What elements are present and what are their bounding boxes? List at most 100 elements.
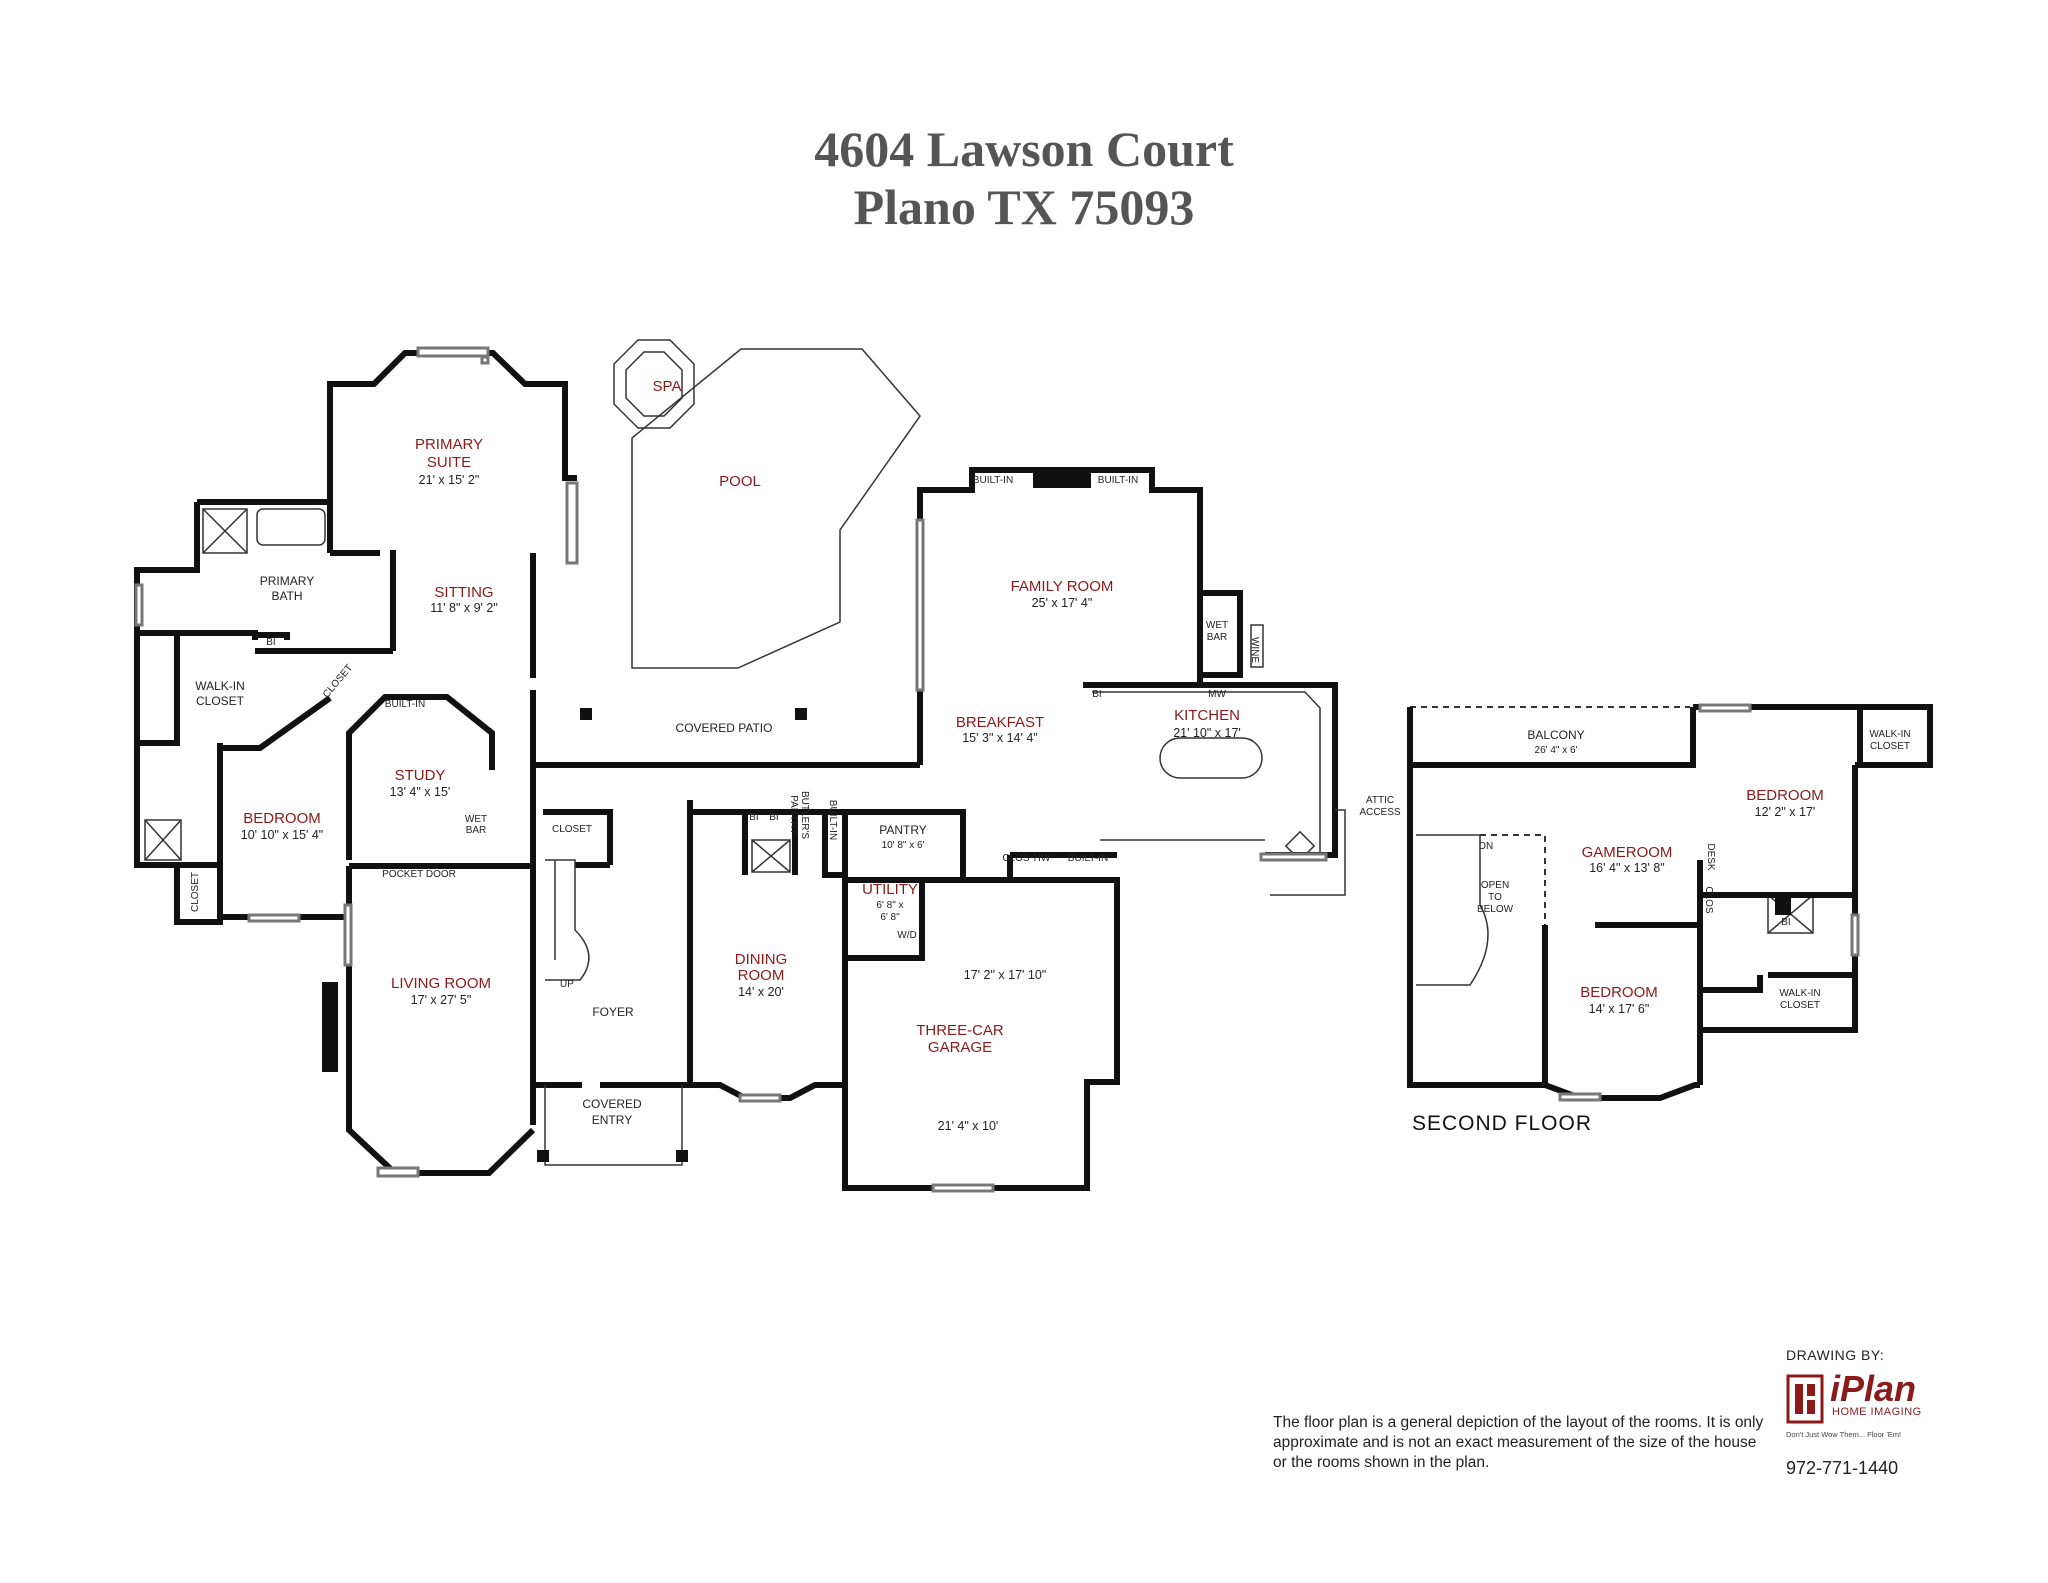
utility-name: UTILITY [862,881,918,898]
bedroom-2-name: BEDROOM [1746,787,1824,804]
primary-bath-name-1: PRIMARY [260,574,314,588]
primary-bath-bi: BI [266,637,275,648]
gameroom-dims: 16' 4" x 13' 8" [1589,861,1665,875]
utility-dims-1: 6' 8" x [876,900,903,911]
pocket-door-label: POCKET DOOR [382,869,456,880]
closet-diagonal-label: CLOSET [321,663,355,701]
study-name: STUDY [395,767,446,784]
family-room-wine: WINE [1249,637,1260,663]
main-stairs [545,859,590,981]
kitchen-dims: 21' 10" x 17' [1173,726,1241,740]
bedroom-1-closet: CLOSET [190,872,201,912]
attic-access-2: ACCESS [1359,807,1400,818]
balcony-dims: 26' 4" x 6' [1535,745,1578,756]
walk-in-closet-2-name-1: WALK-IN [1869,729,1910,740]
primary-bath-name-2: BATH [271,589,302,603]
butlers-pantry-bi-1: BI [749,812,758,823]
garage-name-1: THREE-CAR [916,1022,1004,1039]
kitchen-clos: CLOS [1002,853,1030,864]
covered-entry-name-1: COVERED [582,1097,642,1111]
family-room-built-in-right: BUILT-IN [1098,475,1138,486]
disclaimer-text: The floor plan is a general depiction of… [1273,1414,1764,1471]
primary-suite-name-1: PRIMARY [415,436,483,453]
bedroom-3-dims: 14' x 17' 6" [1589,1002,1650,1016]
gameroom-desk: DESK [1705,843,1716,871]
gameroom-bi: BI [1781,917,1790,928]
main-floor-windows [134,346,1328,1193]
covered-entry-name-2: ENTRY [592,1113,632,1127]
kitchen-name: KITCHEN [1174,707,1240,724]
study-dims: 13' 4" x 15' [390,785,451,799]
pantry-dims: 10' 8" x 6' [882,840,925,851]
second-floor-windows [1558,703,1860,1102]
drawing-by-label: DRAWING BY: [1786,1347,1885,1363]
butlers-pantry-built-in: BUILT-IN [827,800,838,840]
iplan-logo: iPlan HOME IMAGING Don't Just Wow Them..… [1786,1368,1946,1446]
open-to-below-2: TO [1488,892,1502,903]
study-wet-bar-1: WET [465,814,487,825]
walk-in-closet-3-name-1: WALK-IN [1779,988,1820,999]
walk-in-closet-2-name-2: CLOSET [1870,741,1910,752]
second-floor-stairs [1416,834,1489,986]
walk-in-closet-1-name-1: WALK-IN [195,679,245,693]
foyer-closet: CLOSET [552,824,592,835]
iplan-brand: iPlan [1830,1368,1917,1409]
open-to-below-3: BELOW [1477,904,1514,915]
pool-name: POOL [719,473,761,490]
breakfast-dims: 15' 3" x 14' 4" [962,731,1038,745]
garage-name-2: GARAGE [928,1039,992,1056]
pool-area [613,339,921,669]
stairs-dn: DN [1479,841,1493,852]
kitchen-hw: HW [1034,853,1051,864]
phone-number: 972-771-1440 [1786,1458,1899,1478]
pantry-name: PANTRY [879,823,927,837]
primary-suite-dims: 21' x 15' 2" [419,473,480,487]
family-room-name: FAMILY ROOM [1011,578,1114,595]
study-wet-bar-2: BAR [466,825,487,836]
attic-access-1: ATTIC [1366,795,1394,806]
spa-name: SPA [653,378,682,395]
walk-in-closet-1-name-2: CLOSET [196,694,245,708]
stairs-up: UP [560,979,574,990]
sitting-dims: 11' 8" x 9' 2" [430,601,498,615]
family-room-dims: 25' x 17' 4" [1032,596,1093,610]
dining-room-name-2: ROOM [738,967,785,984]
dining-room-dims: 14' x 20' [738,985,784,999]
study-built-in: BUILT-IN [385,699,425,710]
iplan-logo-mark-icon [1786,1374,1824,1424]
living-room-name: LIVING ROOM [391,975,491,992]
main-floor-walls [134,350,1346,1191]
address-line-2: Plano TX 75093 [853,179,1195,235]
balcony-name: BALCONY [1527,728,1584,742]
room-labels: PRIMARY SUITE 21' x 15' 2" SPA POOL PRIM… [190,378,1911,1135]
bedroom-1-dims: 10' 10" x 15' 4" [241,828,323,842]
kitchen-mw: MW [1208,689,1226,700]
butlers-pantry-bi-2: BI [769,812,778,823]
bedroom-2-dims: 12' 2" x 17' [1755,805,1816,819]
iplan-tagline: Don't Just Wow Them... Floor 'Em! [1786,1430,1902,1439]
primary-suite-name-2: SUITE [427,454,471,471]
address-line-1: 4604 Lawson Court [814,121,1234,177]
gameroom-name: GAMEROOM [1582,844,1673,861]
butlers-pantry-name-1: BUTLER'S [799,791,810,839]
bedroom-1-name: BEDROOM [243,810,321,827]
utility-wd: W/D [897,930,916,941]
kitchen-built-in: BUILT-IN [1068,853,1108,864]
iplan-brand-sub: HOME IMAGING [1832,1406,1922,1418]
garage-dims-top: 17' 2" x 17' 10" [964,968,1046,982]
covered-patio-name: COVERED PATIO [676,721,773,735]
second-floor-walls [1407,704,1933,1101]
breakfast-name: BREAKFAST [956,714,1044,731]
family-room-wet-bar-1: WET [1206,620,1228,631]
utility-dims-2: 6' 8" [880,912,900,923]
sitting-name: SITTING [434,584,493,601]
bedroom-3-name: BEDROOM [1580,984,1658,1001]
living-room-dims: 17' x 27' 5" [411,993,472,1007]
dining-room-name-1: DINING [735,951,788,968]
open-to-below-1: OPEN [1481,880,1509,891]
family-room-wet-bar-2: BAR [1207,632,1228,643]
gameroom-clos: CLOS [1703,886,1714,914]
family-room-built-in-left: BUILT-IN [973,475,1013,486]
butlers-pantry-name-2: PANTRY [788,795,799,835]
